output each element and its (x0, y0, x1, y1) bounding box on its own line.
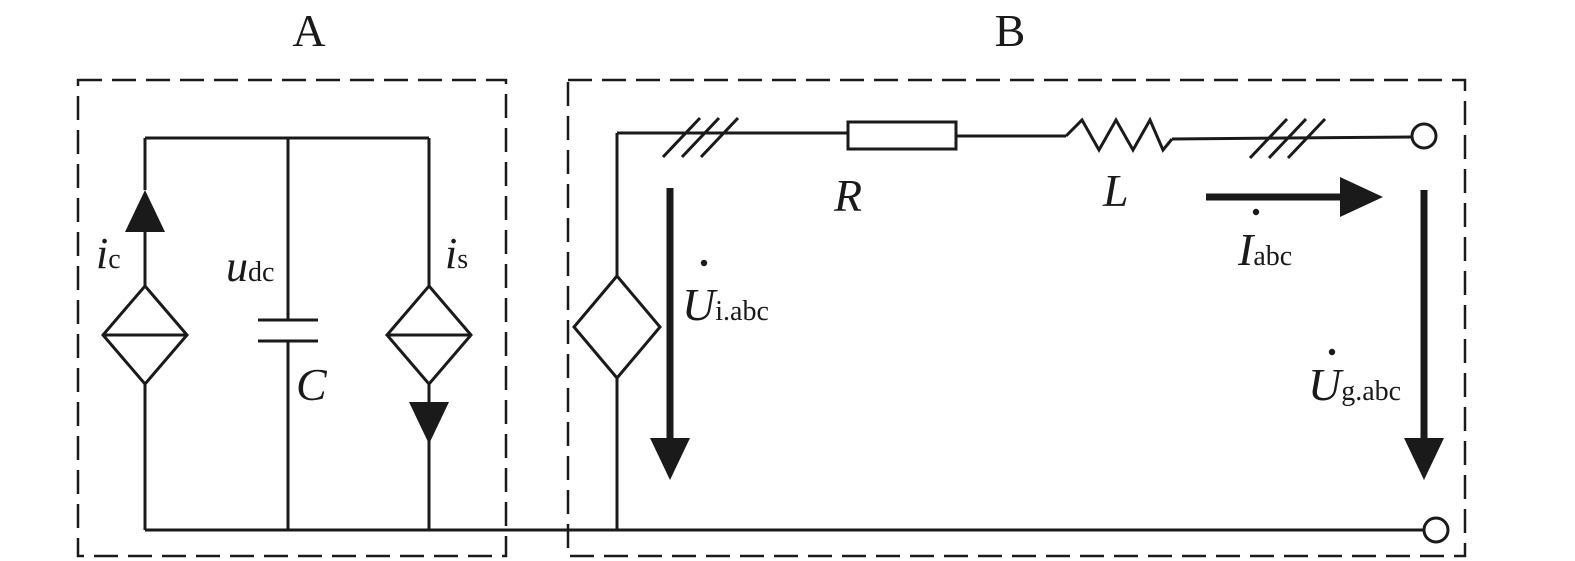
diamond-source-icon (385, 283, 473, 387)
label-i-abc: Iabc (1237, 208, 1292, 275)
region-b-label: B (995, 5, 1026, 56)
label-c: C (296, 359, 328, 410)
svg-text:Ug.abc: Ug.abc (1308, 359, 1401, 410)
dc-side-wiring (143, 136, 431, 530)
terminal-top (1410, 122, 1438, 150)
three-phase-mark-left (661, 116, 740, 159)
region-a-box (76, 78, 508, 558)
svg-text:Ui.abc: Ui.abc (682, 279, 769, 330)
dependent-current-source-ic (101, 190, 189, 387)
arrow-u-inverter (650, 188, 690, 480)
dependent-current-source-is (385, 283, 473, 444)
inductor-l (1064, 116, 1174, 154)
diamond-source-icon (572, 273, 662, 381)
diamond-source-icon (101, 283, 189, 387)
arrow-down-icon (650, 438, 690, 480)
arrow-right-icon (1340, 177, 1383, 217)
arrow-down-icon (409, 402, 449, 444)
dependent-voltage-source (572, 273, 662, 381)
capacitor-c (258, 318, 318, 343)
resistor-r (846, 120, 958, 151)
label-u-inverter: Ui.abc (682, 259, 769, 330)
terminal-bottom (1422, 516, 1450, 544)
three-phase-mark-right (1248, 117, 1327, 160)
arrow-up-icon (125, 190, 165, 232)
label-r: R (833, 170, 862, 221)
region-b-box (566, 78, 1467, 558)
label-is: is (445, 229, 468, 278)
region-a-label: A (292, 5, 325, 56)
arrow-down-icon (1404, 438, 1444, 480)
label-ic: ic (96, 229, 121, 278)
arrow-u-grid (1404, 190, 1444, 480)
svg-text:Iabc: Iabc (1237, 224, 1292, 275)
label-udc: udc (226, 242, 274, 291)
ac-side-wiring (615, 131, 1413, 530)
label-u-grid: Ug.abc (1308, 348, 1401, 410)
label-l: L (1102, 165, 1129, 216)
arrow-i-abc (1206, 177, 1383, 217)
